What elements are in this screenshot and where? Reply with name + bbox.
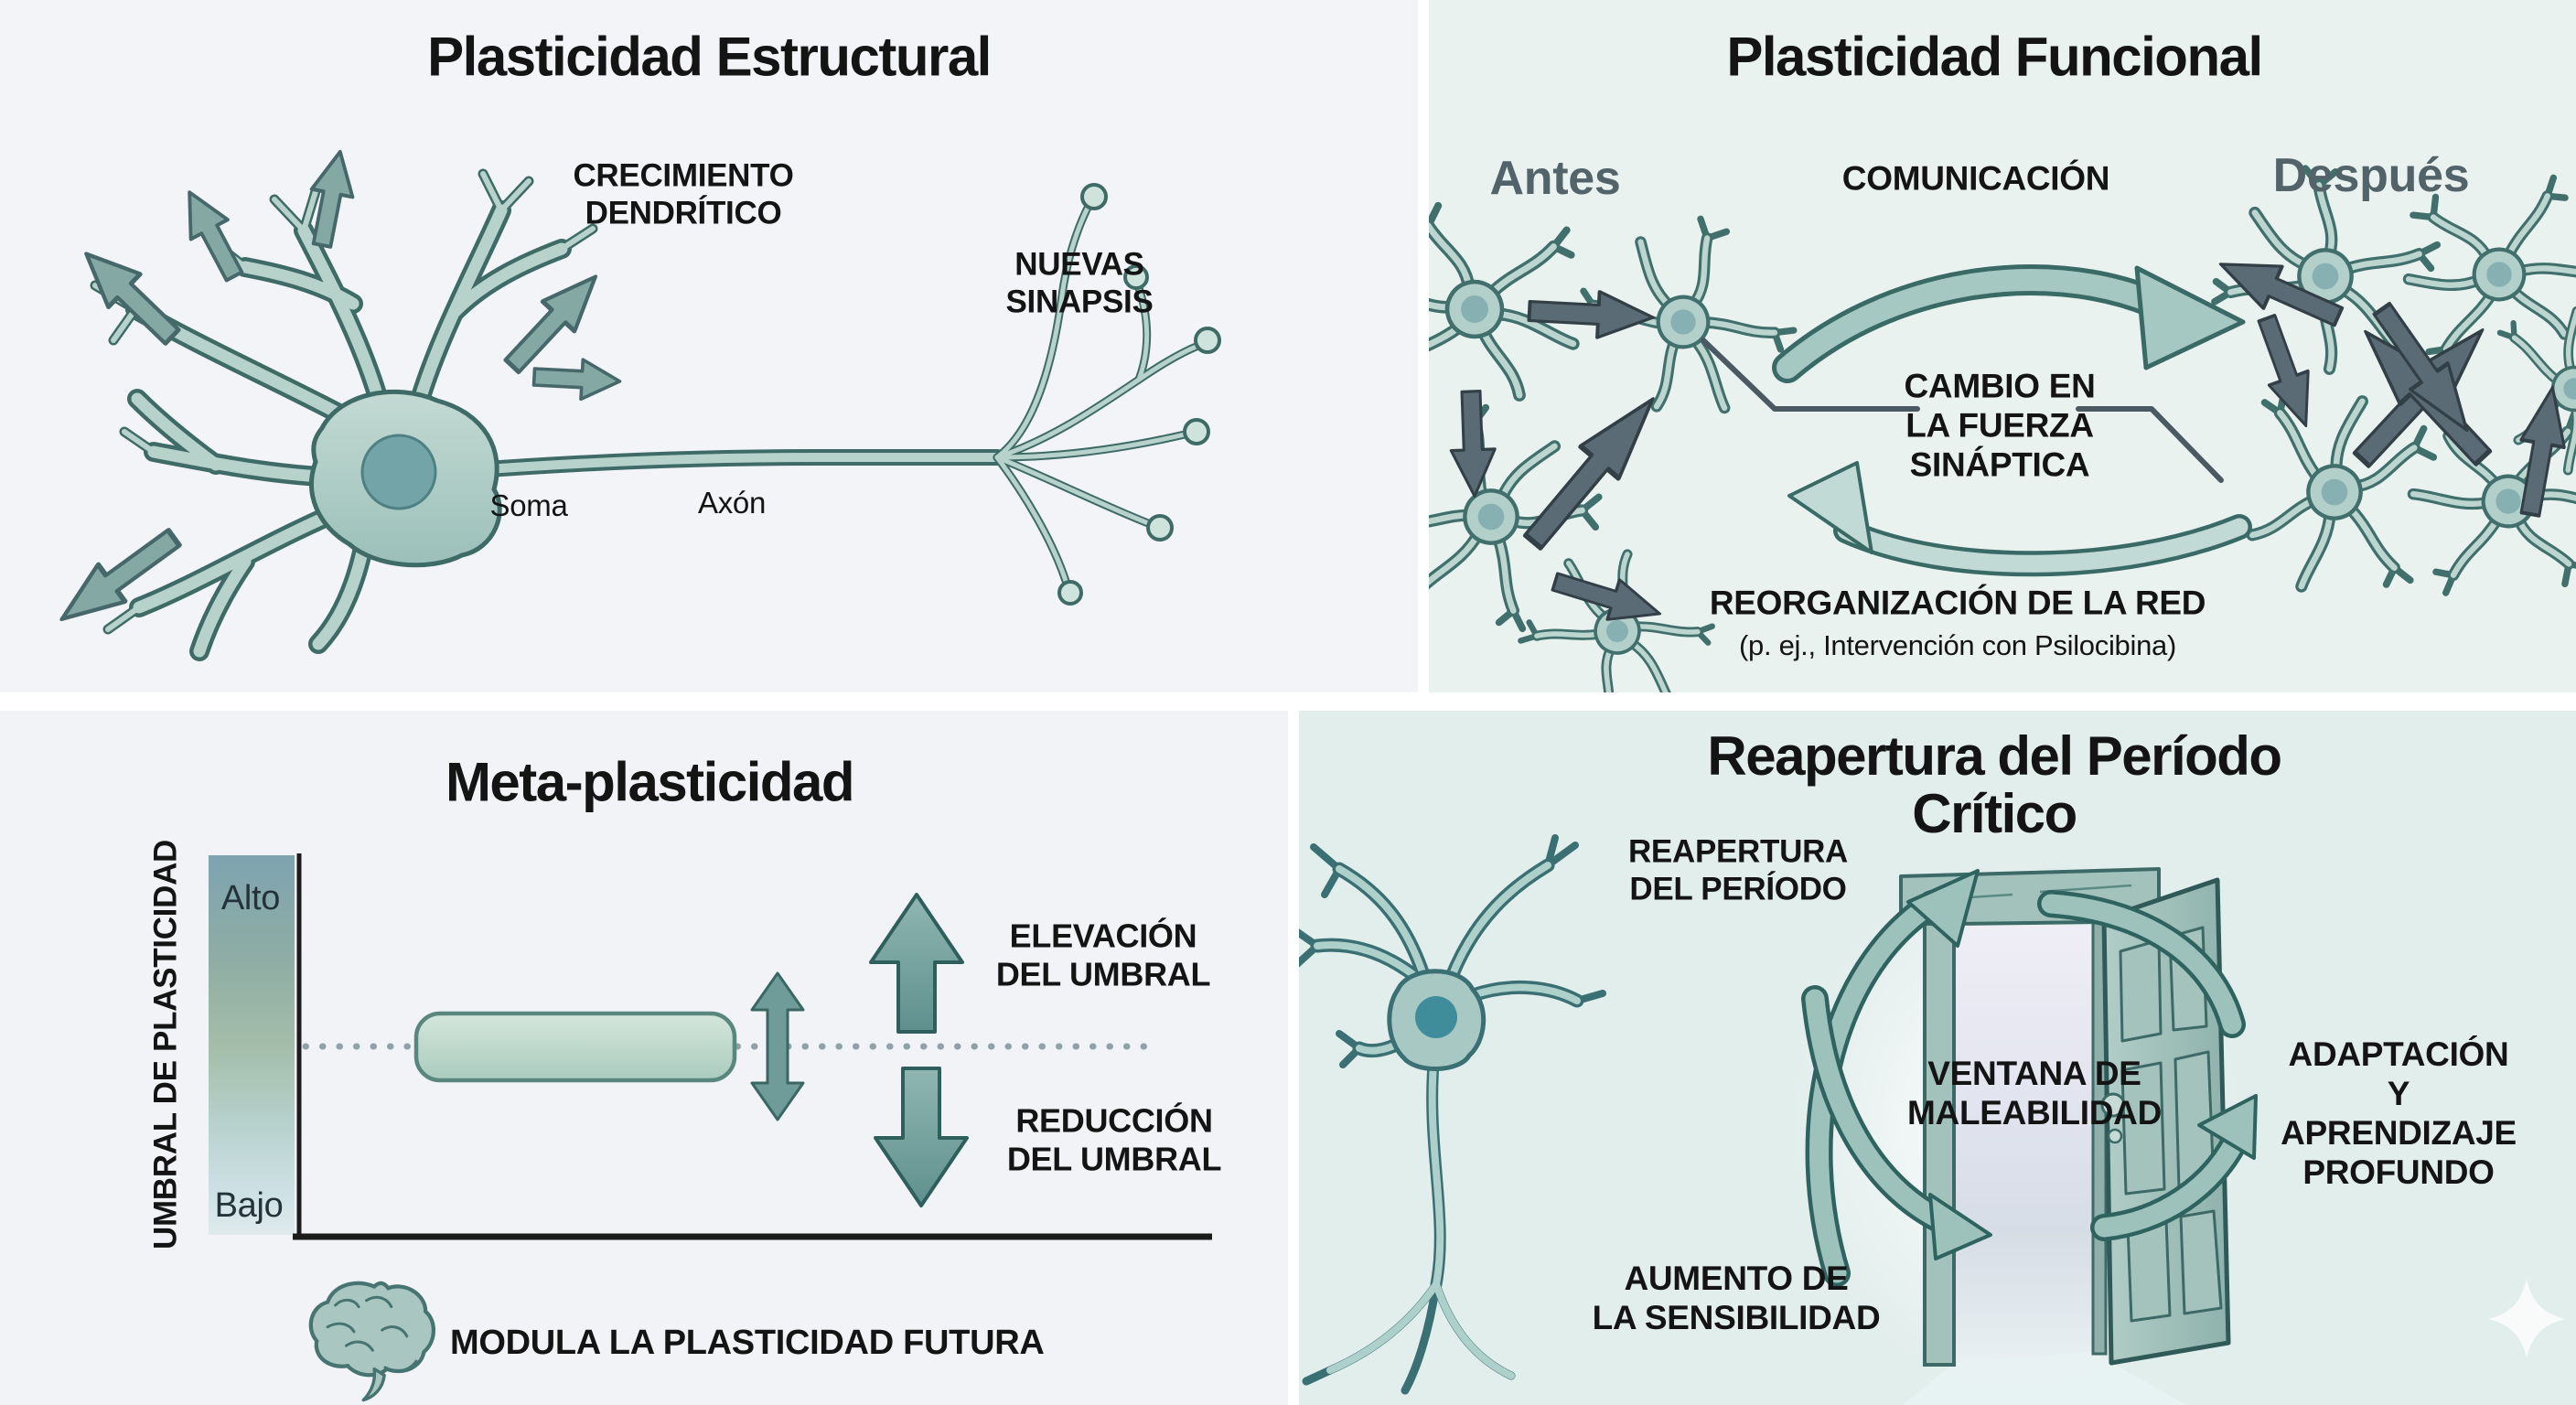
low-label: Bajo [214,1185,284,1225]
structural-neuron-illustration [0,145,1221,661]
window-label: VENTANA DE MALEABILIDAD [1907,1055,2162,1132]
sparkle-icon [2488,1279,2565,1357]
functional-network-illustration [1429,0,2576,692]
panel-functional-plasticity [1429,0,2576,692]
raise-threshold-label: ELEVACIÓN DEL UMBRAL [995,917,1211,992]
meta-plasticity-chart [209,853,1212,1402]
sensitivity-label: AUMENTO DE LA SENSIBILIDAD [1592,1260,1881,1336]
neuron-icon [1299,834,1606,1395]
modulates-label: MODULA LA PLASTICIDAD FUTURA [450,1323,1045,1362]
axon-label: Axón [697,485,767,520]
double-arrow-icon [750,971,805,1121]
panel-structural-plasticity [0,0,1418,692]
soma-icon [309,389,502,568]
soma-label: Soma [489,488,568,522]
label-pointer-lines [1701,338,2224,483]
open-door-icon [1899,867,2231,1405]
door-knob-icon [2100,1092,2126,1118]
reorganization-note-label: (p. ej., Intervención con Psilocibina) [1739,629,2176,662]
before-label: Antes [1489,151,1621,205]
cycle-arrows-icon [1801,869,2258,1287]
structural-title: Plasticidad Estructural [427,26,992,88]
nucleus-icon [1415,996,1457,1038]
after-label: Después [2272,148,2470,202]
y-axis-label: UMBRAL DE PLASTICIDAD [147,839,184,1250]
brain-icon [308,1281,436,1402]
plasticity-scale-bar [209,855,295,1235]
reopening-label: REAPERTURA DEL PERÍODO [1627,833,1849,906]
meta-title: Meta-plasticidad [445,751,855,813]
adaptation-label: ADAPTACIÓN Y APRENDIZAJE PROFUNDO [2281,1035,2517,1191]
panel-critical-period [1299,711,2576,1405]
threshold-pill [413,1011,737,1083]
synaptic-change-label: CAMBIO EN LA FUERZA SINÁPTICA [1904,367,2096,484]
communication-arrow-icon [1772,264,2246,383]
reorganization-label: REORGANIZACIÓN DE LA RED [1709,584,2206,622]
lower-threshold-label: REDUCCIÓN DEL UMBRAL [1006,1101,1222,1177]
high-label: Alto [220,878,281,917]
new-synapses-label: NUEVAS SINAPSIS [1005,246,1154,319]
critical-period-illustration [1299,834,2565,1405]
lower-threshold-arrow-icon [874,1067,969,1207]
nucleus-icon [360,434,437,510]
axon-icon [454,449,1005,479]
communication-label: COMUNICACIÓN [1841,159,2110,198]
raise-threshold-arrow-icon [869,893,964,1034]
critical-title: Reapertura del Período Crítico [1707,725,2282,844]
axon-terminals-icon [993,183,1221,606]
panel-meta-plasticity [0,711,1288,1405]
reorganization-arrow-icon [1787,461,2252,577]
functional-title: Plasticidad Funcional [1726,26,2263,88]
dendritic-growth-label: CRECIMIENTO DENDRÍTICO [573,157,794,231]
